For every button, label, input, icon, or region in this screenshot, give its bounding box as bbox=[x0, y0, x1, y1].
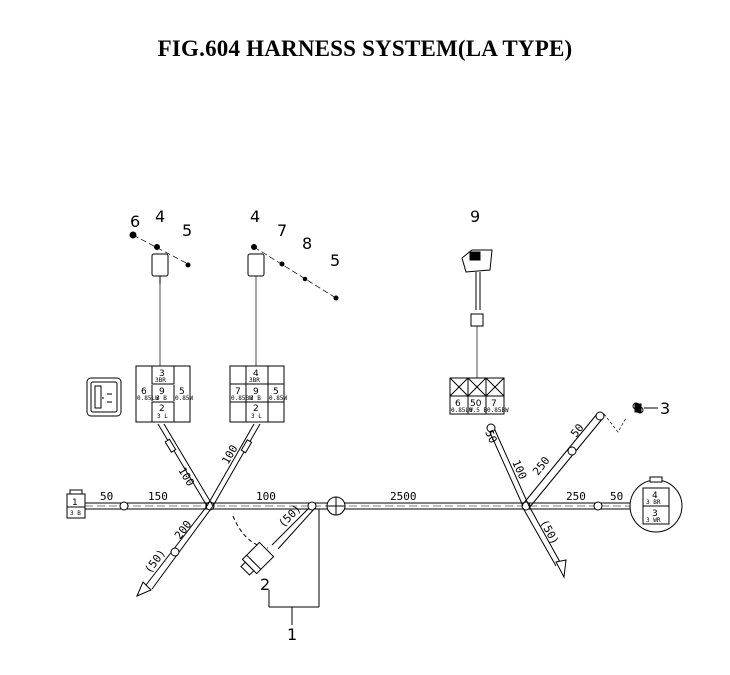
branch-to-sensor bbox=[271, 507, 316, 550]
dim-trunk-a: 150 bbox=[148, 490, 168, 503]
relay2-wire-mid: 3 B bbox=[250, 395, 261, 402]
relay1-wire-top: 3BR bbox=[155, 377, 166, 384]
callout-1: 1 bbox=[287, 625, 297, 644]
angle-arc bbox=[232, 515, 269, 549]
left-plug-connector: 1 3 B bbox=[66, 489, 86, 519]
dim-branch-up-right-a: 250 bbox=[530, 454, 552, 478]
switch-wire-3: 0.85BW bbox=[487, 407, 509, 414]
switch-pin-2: 50 bbox=[470, 399, 482, 409]
dim-branch-relay1: 100 bbox=[175, 465, 196, 489]
junction-node-sensor bbox=[307, 501, 317, 511]
relay2-pin-top: 4 bbox=[253, 369, 259, 379]
round-pin-bottom: 3 bbox=[652, 509, 658, 519]
figure-title: FIG.604 HARNESS SYSTEM(LA TYPE) bbox=[157, 36, 573, 61]
round-connector: 4 3 BR 3 3 WR bbox=[629, 476, 683, 533]
round-wire-top: 3 BR bbox=[646, 499, 661, 506]
relay1-pin-top: 3 bbox=[159, 369, 165, 379]
callout-4-left: 4 bbox=[155, 207, 165, 226]
switch-part bbox=[461, 249, 493, 378]
switch-wire-1: 0.85LW bbox=[451, 407, 473, 414]
dim-left-end: 50 bbox=[100, 490, 113, 503]
relay-socket-icon bbox=[86, 377, 122, 417]
clamp-symbol bbox=[326, 496, 346, 516]
relay2-wire-left: 0.85BW bbox=[231, 395, 253, 402]
main-trunk bbox=[85, 496, 640, 516]
relay1-pin-mid: 9 bbox=[159, 387, 165, 397]
dim-right-end: 50 bbox=[610, 490, 623, 503]
relay2-wire-bottom: 3 L bbox=[251, 413, 262, 420]
relay2-pin-right: 5 bbox=[273, 387, 279, 397]
relay2-connector: 4 3BR 7 0.85BW 9 3 B 5 0.85W 2 3 L bbox=[229, 365, 287, 423]
round-wire-bottom: 3 WR bbox=[646, 517, 661, 524]
callout-6: 6 bbox=[130, 212, 140, 231]
callout-4-right: 4 bbox=[250, 207, 260, 226]
callout-9: 9 bbox=[470, 207, 480, 226]
dim-branch-down-left: 200 bbox=[172, 518, 194, 542]
branch-to-relay2 bbox=[206, 423, 261, 507]
relay1-part bbox=[129, 231, 191, 366]
relay2-pin-mid: 9 bbox=[253, 387, 259, 397]
callout-7: 7 bbox=[277, 221, 287, 240]
branch-down-right bbox=[522, 505, 567, 579]
branch-to-relay1 bbox=[157, 423, 214, 507]
relay1-wire-left: 0.85LW bbox=[137, 395, 159, 402]
relay1-wire-bottom: 3 L bbox=[157, 413, 168, 420]
left-plug-wire: 3 B bbox=[70, 510, 81, 517]
switch-pin-3: 7 bbox=[491, 399, 497, 409]
ground-bolt bbox=[632, 402, 658, 414]
callout-1-bracket bbox=[268, 509, 320, 625]
relay1-connector: 3 3BR 6 0.85LW 9 3 B 5 0.85W 2 3 L bbox=[135, 365, 193, 423]
relay1-wire-right: 0.85W bbox=[175, 395, 193, 402]
callout-2: 2 bbox=[260, 575, 270, 594]
relay2-wire-top: 3BR bbox=[249, 377, 260, 384]
dim-branch-up-right-b: 50 bbox=[568, 421, 586, 439]
dim-branch-switch-b: 100 bbox=[509, 458, 529, 481]
relay2-pin-bottom: 2 bbox=[253, 404, 259, 414]
relay1-pin-right: 5 bbox=[179, 387, 185, 397]
dim-trunk-c: 2500 bbox=[390, 490, 417, 503]
trunk-end-node-left bbox=[119, 501, 129, 511]
dim-branch-switch-a: 50 bbox=[482, 428, 499, 445]
relay2-wire-right: 0.85W bbox=[269, 395, 287, 402]
dim-branch-sensor: (50) bbox=[276, 502, 304, 530]
dim-trunk-d: 250 bbox=[566, 490, 586, 503]
round-pin-top: 4 bbox=[652, 491, 658, 501]
dim-trunk-b: 100 bbox=[256, 490, 276, 503]
branch-to-switch bbox=[486, 423, 530, 507]
switch-pin-1: 6 bbox=[455, 399, 461, 409]
callout-5-right: 5 bbox=[330, 251, 340, 270]
relay1-pin-bottom: 2 bbox=[159, 404, 165, 414]
switch-connector: 6 0.85LW 50 0.5 B 7 0.85BW bbox=[449, 377, 509, 415]
sensor-connector bbox=[240, 541, 275, 576]
trunk-end-node-right bbox=[593, 501, 603, 511]
relay2-part bbox=[247, 244, 339, 366]
relay1-pin-left: 6 bbox=[141, 387, 147, 397]
callout-8: 8 bbox=[302, 234, 312, 253]
switch-wire-2: 0.5 B bbox=[469, 407, 487, 414]
branch-up-right bbox=[522, 411, 627, 509]
relay1-wire-mid: 3 B bbox=[156, 395, 167, 402]
dim-branch-down-right: (50) bbox=[537, 517, 561, 547]
branch-down-left bbox=[136, 505, 214, 597]
relay2-pin-left: 7 bbox=[235, 387, 241, 397]
left-plug-pin: 1 bbox=[72, 498, 78, 508]
callout-5-left: 5 bbox=[182, 221, 192, 240]
callout-3: 3 bbox=[660, 399, 670, 418]
